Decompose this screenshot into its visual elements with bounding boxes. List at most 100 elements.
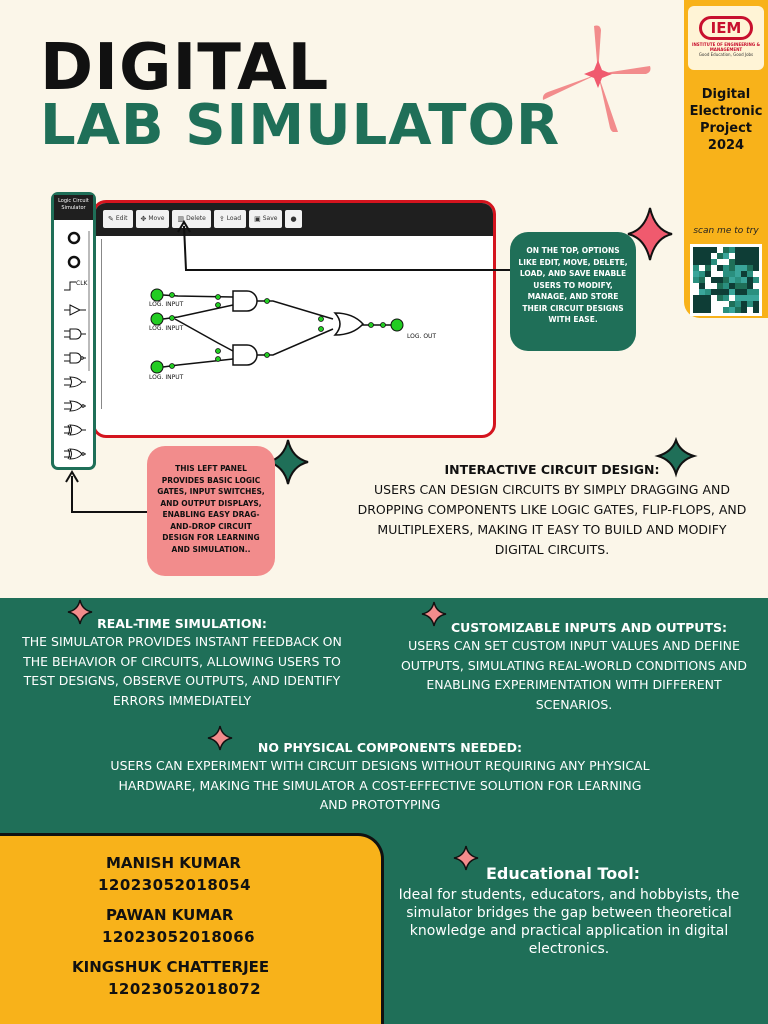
qr-cell — [711, 289, 717, 295]
output-led-icon[interactable] — [62, 253, 90, 271]
qr-cell — [723, 247, 729, 253]
input-label: LOG. INPUT — [149, 325, 184, 332]
simulator-toolbar: ✎Edit ✥Move ▥Delete ⇪Load ▣Save ● — [95, 203, 493, 236]
input-switch-icon[interactable] — [62, 229, 90, 247]
qr-cell — [699, 277, 705, 283]
feature-customizable-title: CUSTOMIZABLE INPUTS AND OUTPUTS: — [450, 620, 727, 635]
buffer-gate-icon[interactable] — [62, 301, 90, 319]
wire — [162, 358, 234, 368]
qr-code[interactable] — [690, 244, 762, 316]
or-gate — [333, 312, 365, 336]
github-icon: ● — [290, 215, 297, 223]
toolbar-save-button[interactable]: ▣Save — [249, 210, 283, 228]
qr-cell — [693, 253, 699, 259]
qr-cell — [747, 265, 753, 271]
qr-cell — [735, 301, 741, 307]
workspace-divider — [101, 239, 102, 409]
palette-scrollbar[interactable] — [88, 231, 90, 371]
or-gate-icon[interactable] — [62, 373, 90, 391]
qr-cell — [693, 289, 699, 295]
input-switch — [150, 360, 164, 374]
clock-label: CLK — [76, 280, 88, 287]
wire — [162, 304, 234, 320]
qr-cell — [723, 307, 729, 313]
floppy-icon: ▣ — [254, 215, 261, 223]
qr-cell — [747, 307, 753, 313]
qr-cell — [729, 277, 735, 283]
qr-cell — [705, 265, 711, 271]
qr-cell — [723, 295, 729, 301]
qr-cell — [717, 277, 723, 283]
qr-cell — [747, 259, 753, 265]
title-line-1: DIGITAL — [40, 31, 330, 105]
qr-cell — [735, 247, 741, 253]
qr-cell — [741, 283, 747, 289]
xnor-gate-icon[interactable] — [62, 445, 90, 463]
nand-gate-icon[interactable] — [62, 349, 90, 367]
qr-cell — [753, 277, 759, 283]
qr-cell — [735, 259, 741, 265]
qr-cell — [741, 259, 747, 265]
qr-cell — [717, 259, 723, 265]
clock-item[interactable]: CLK — [62, 277, 90, 295]
qr-cell — [741, 247, 747, 253]
and-gate-icon[interactable] — [62, 325, 90, 343]
qr-cell — [717, 307, 723, 313]
edit-icon: ✎ — [108, 215, 114, 223]
feature-no-physical-title: NO PHYSICAL COMPONENTS NEEDED: — [257, 740, 523, 755]
qr-cell — [729, 253, 735, 259]
qr-cell — [723, 277, 729, 283]
qr-cell — [705, 295, 711, 301]
feature-interactive-title: INTERACTIVE CIRCUIT DESIGN: — [444, 462, 660, 477]
toolbar-edit-button[interactable]: ✎Edit — [103, 210, 133, 228]
toolbar-github-button[interactable]: ● — [285, 210, 302, 228]
qr-cell — [753, 295, 759, 301]
qr-cell — [705, 271, 711, 277]
qr-cell — [717, 265, 723, 271]
wire — [174, 318, 234, 352]
toolbar-edit-label: Edit — [115, 215, 128, 222]
qr-cell — [729, 265, 735, 271]
qr-cell — [741, 301, 747, 307]
qr-cell — [699, 289, 705, 295]
qr-cell — [741, 271, 747, 277]
qr-cell — [705, 301, 711, 307]
nor-gate-icon[interactable] — [62, 397, 90, 415]
authors-panel: MANISH KUMAR 12023052018054 PAWAN KUMAR … — [0, 833, 384, 1024]
qr-cell — [723, 283, 729, 289]
star-decoration-icon — [67, 599, 93, 625]
qr-cell — [693, 307, 699, 313]
qr-cell — [729, 289, 735, 295]
scan-label: scan me to try — [693, 226, 759, 236]
palette-title: Logic Circuit Simulator — [54, 195, 93, 220]
qr-cell — [705, 283, 711, 289]
feature-customizable-body: USERS CAN SET CUSTOM INPUT VALUES AND DE… — [400, 638, 748, 712]
qr-cell — [735, 289, 741, 295]
wire — [257, 328, 334, 356]
qr-cell — [717, 253, 723, 259]
xor-gate-icon[interactable] — [62, 421, 90, 439]
toolbar-move-button[interactable]: ✥Move — [135, 210, 170, 228]
qr-cell — [717, 289, 723, 295]
qr-cell — [705, 307, 711, 313]
qr-cell — [717, 247, 723, 253]
component-palette: Logic Circuit Simulator CLK — [51, 192, 96, 470]
qr-cell — [693, 283, 699, 289]
qr-cell — [753, 271, 759, 277]
input-switch — [150, 312, 164, 326]
circuit-workspace[interactable]: LOG. INPUT LOG. INPUT LOG. INPUT LOG. OU… — [101, 239, 493, 435]
input-label: LOG. INPUT — [149, 374, 184, 381]
output-label: LOG. OUT — [407, 333, 436, 340]
qr-cell — [717, 295, 723, 301]
qr-cell — [705, 247, 711, 253]
qr-cell — [723, 289, 729, 295]
toolbar-delete-button[interactable]: ▥Delete — [172, 210, 211, 228]
feature-realtime-body: THE SIMULATOR PROVIDES INSTANT FEEDBACK … — [22, 634, 342, 708]
iem-logo: IEM INSTITUTE OF ENGINEERING & MANAGEMEN… — [688, 6, 764, 70]
qr-cell — [741, 265, 747, 271]
qr-cell — [741, 295, 747, 301]
qr-cell — [711, 283, 717, 289]
arrow-to-panel — [71, 476, 150, 513]
toolbar-load-button[interactable]: ⇪Load — [213, 210, 247, 228]
qr-cell — [735, 277, 741, 283]
